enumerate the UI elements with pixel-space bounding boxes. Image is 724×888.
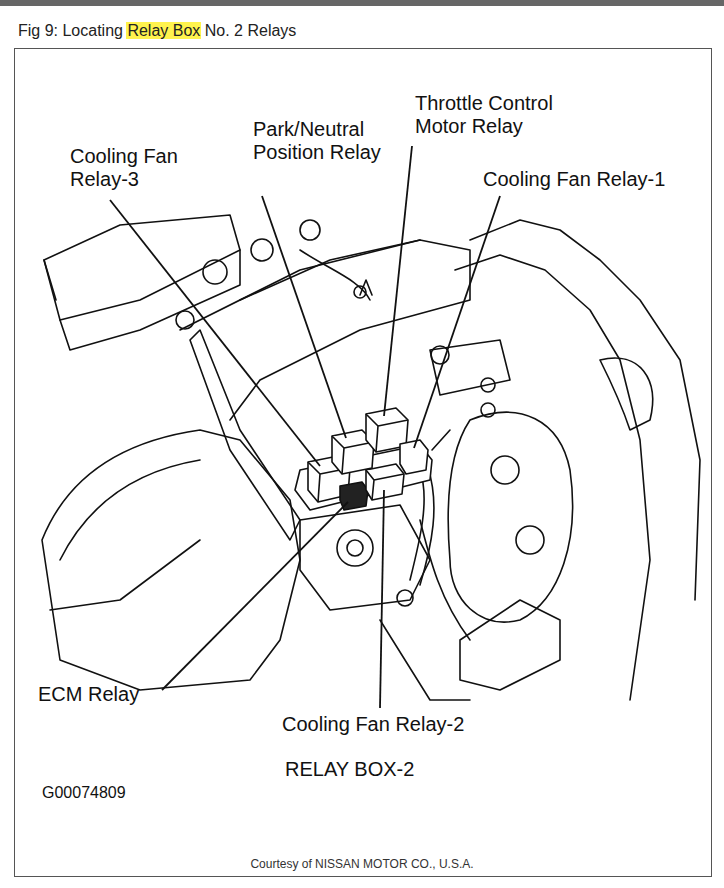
credit-line: Courtesy of NISSAN MOTOR CO., U.S.A. [0, 858, 724, 872]
figure-subtitle: RELAY BOX-2 [285, 758, 414, 781]
relay-label: Throttle Control Motor Relay [415, 92, 590, 138]
relay-label: Cooling Fan Relay-2 [282, 713, 464, 736]
relay-label: Park/Neutral Position Relay [253, 118, 381, 164]
relay-label: ECM Relay [38, 683, 139, 706]
figure-frame [15, 49, 712, 877]
top-bar [0, 0, 724, 6]
figure-title: Fig 9: Locating Relay Box No. 2 Relays [18, 22, 296, 40]
figure-code: G00074809 [42, 784, 126, 802]
engine-bay [42, 215, 700, 700]
leader-lines [110, 146, 500, 708]
relay-label: Cooling Fan Relay-3 [70, 145, 205, 191]
relay-label: Cooling Fan Relay-1 [483, 168, 665, 191]
